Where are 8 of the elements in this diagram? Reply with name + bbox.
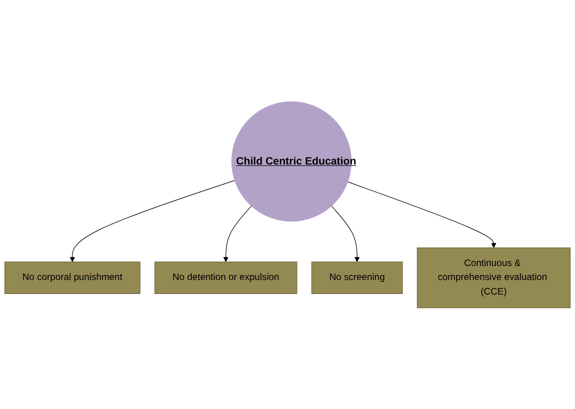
node-box: No screening <box>311 261 403 294</box>
node-box: No corporal punishment <box>4 261 140 294</box>
node-box: Continuous & comprehensive evaluation (CCE) <box>416 247 571 308</box>
arrow <box>331 205 360 262</box>
arrow <box>70 180 236 262</box>
arrow <box>223 205 252 262</box>
arrow <box>347 181 496 248</box>
node-box: No detention or expulsion <box>154 261 298 294</box>
